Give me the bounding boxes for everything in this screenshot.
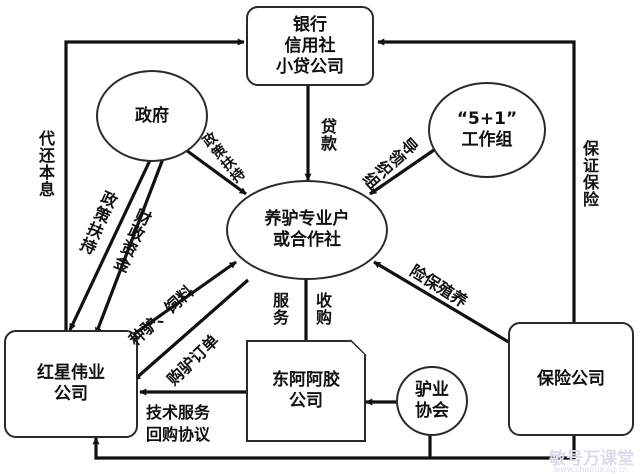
label-acquisition: 收购 <box>313 292 332 326</box>
edge-bottom-loop <box>92 436 576 460</box>
node-bank-line-1: 银行 <box>293 14 327 35</box>
node-government: 政府 <box>96 70 208 162</box>
label-repay: 代还本息 <box>36 130 55 198</box>
label-buyback: 回购协议 <box>146 425 211 444</box>
node-workgroup: “5+1” 工作组 <box>428 82 546 178</box>
label-service: 服务 <box>270 292 289 326</box>
node-dongeejiao-line-2: 公司 <box>289 391 323 411</box>
edge-farmer-to-hongxing <box>132 278 250 382</box>
watermark-sub: www.shahua.sg.cn <box>553 465 628 474</box>
node-dongeejiao-line-1: 东阿阿胶 <box>272 370 340 390</box>
edge-gov-to-farmer <box>185 148 247 196</box>
node-association-line-2: 协会 <box>415 401 449 421</box>
node-bank-line-2: 信用社 <box>284 35 336 56</box>
edge-workgroup-to-farmer <box>369 148 435 196</box>
node-association-line-1: 驴业 <box>415 380 449 400</box>
node-government-line-1: 政府 <box>135 105 169 126</box>
node-farmer: 养驴专业户 或合作社 <box>226 180 388 280</box>
node-workgroup-line-2: 工作组 <box>461 130 513 150</box>
edge-insurance-to-farmer <box>373 260 513 346</box>
edge-hongxing-to-bank <box>64 38 245 338</box>
node-bank-line-3: 小贷公司 <box>276 56 344 77</box>
label-guarantee: 保证保险 <box>580 140 599 208</box>
edge-insurance-to-bank <box>377 38 576 322</box>
node-workgroup-line-1: “5+1” <box>456 109 518 129</box>
node-association: 驴业 协会 <box>396 366 468 436</box>
node-hongxing-line-1: 红星伟业 <box>37 363 105 383</box>
edge-gov-to-hongxing-policy <box>68 155 154 331</box>
label-loan: 贷款 <box>318 118 337 152</box>
node-insurance-line-1: 保险公司 <box>537 368 605 389</box>
node-hongxing-line-2: 公司 <box>54 384 88 404</box>
node-hongxing: 红星伟业 公司 <box>4 330 138 438</box>
node-dongeejiao: 东阿阿胶 公司 <box>246 340 366 442</box>
label-tech-service: 技术服务 <box>146 403 211 422</box>
edge-hongxing-to-farmer <box>119 260 237 346</box>
watermark-main: 敏号万课堂 <box>549 449 634 469</box>
node-bank: 银行 信用社 小贷公司 <box>246 6 374 86</box>
node-farmer-line-1: 养驴专业户 <box>264 209 350 229</box>
dongeejiao-fold <box>349 339 367 357</box>
node-insurance: 保险公司 <box>508 322 634 436</box>
node-farmer-line-2: 或合作社 <box>273 230 341 250</box>
edge-gov-to-hongxing-funds <box>94 155 166 335</box>
